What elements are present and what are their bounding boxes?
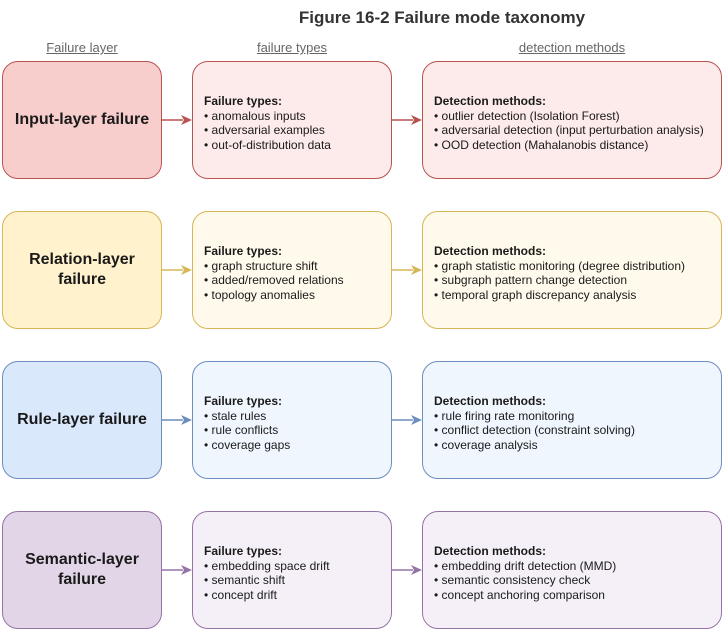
list-item: embedding drift detection (MMD) <box>434 559 617 574</box>
failure-types-box-content: Failure types:embedding space driftseman… <box>204 544 330 602</box>
failure-types-box-heading: Failure types: <box>204 544 283 558</box>
failure-types-box: Failure types:stale rulesrule conflictsc… <box>192 361 392 479</box>
detection-methods-box-heading: Detection methods: <box>434 244 547 258</box>
arrow-to-detection-methods <box>392 415 422 425</box>
list-item: outlier detection (Isolation Forest) <box>434 109 704 124</box>
list-item: rule conflicts <box>204 423 290 438</box>
detection-methods-box-content: Detection methods:rule firing rate monit… <box>434 394 635 452</box>
detection-methods-box-heading: Detection methods: <box>434 394 547 408</box>
arrow-to-detection-methods <box>392 265 422 275</box>
detection-methods-box-content: Detection methods:graph statistic monito… <box>434 244 685 302</box>
list-item: semantic shift <box>204 573 330 588</box>
list-item: rule firing rate monitoring <box>434 409 635 424</box>
arrow-to-failure-types <box>162 265 192 275</box>
layer-label: Rule-layer failure <box>17 411 147 428</box>
layer-box: Rule-layer failure <box>2 361 162 479</box>
detection-methods-box-heading: Detection methods: <box>434 94 547 108</box>
column-header-failure-types: failure types <box>256 40 328 55</box>
layer-label: Relation-layer failure <box>29 251 135 288</box>
layer-box: Semantic-layer failure <box>2 511 162 629</box>
list-item: coverage gaps <box>204 438 291 453</box>
detection-methods-box: Detection methods:embedding drift detect… <box>422 511 722 629</box>
list-item: embedding space drift <box>204 559 330 574</box>
detection-methods-box: Detection methods:graph statistic monito… <box>422 211 722 329</box>
list-item: adversarial examples <box>204 123 331 138</box>
detection-methods-box: Detection methods:rule firing rate monit… <box>422 361 722 479</box>
list-item: adversarial detection (input perturbatio… <box>434 123 704 138</box>
list-item: added/removed relations <box>204 273 344 288</box>
detection-methods-box-heading: Detection methods: <box>434 544 547 558</box>
figure-title: Figure 16-2 Failure mode taxonomy <box>298 8 586 27</box>
list-item: anomalous inputs <box>204 109 331 124</box>
arrow-to-failure-types <box>162 415 192 425</box>
column-header-failure-layer: Failure layer <box>46 40 118 55</box>
failure-types-box: Failure types:anomalous inputsadversaria… <box>192 61 392 179</box>
list-item: concept anchoring comparison <box>434 588 616 603</box>
failure-types-box: Failure types:embedding space driftseman… <box>192 511 392 629</box>
list-item: OOD detection (Mahalanobis distance) <box>434 138 704 153</box>
layer-label: Input-layer failure <box>14 111 150 128</box>
detection-methods-box-content: Detection methods:outlier detection (Iso… <box>434 94 704 152</box>
list-item: graph statistic monitoring (degree distr… <box>434 259 685 274</box>
layer-box: Input-layer failure <box>2 61 162 179</box>
taxonomy-row-input-layer-failure: Input-layer failure Failure types:anomalo… <box>0 61 724 181</box>
detection-methods-box: Detection methods:outlier detection (Iso… <box>422 61 722 179</box>
column-header-detection-methods: detection methods <box>518 40 626 55</box>
list-item: graph structure shift <box>204 259 344 274</box>
arrow-to-detection-methods <box>392 565 422 575</box>
detection-methods-box-content: Detection methods:embedding drift detect… <box>434 544 616 602</box>
failure-types-box-heading: Failure types: <box>204 244 283 258</box>
list-item: topology anomalies <box>204 288 344 303</box>
failure-types-box-heading: Failure types: <box>204 94 283 108</box>
layer-box: Relation-layer failure <box>2 211 162 329</box>
list-item: coverage analysis <box>434 438 635 453</box>
failure-types-box-heading: Failure types: <box>204 394 283 408</box>
failure-types-box-content: Failure types:graph structure shiftadded… <box>204 244 344 302</box>
arrow-to-detection-methods <box>392 115 422 125</box>
arrow-to-failure-types <box>162 115 192 125</box>
list-item: concept drift <box>204 588 330 603</box>
failure-types-box-content: Failure types:stale rulesrule conflictsc… <box>204 394 290 452</box>
list-item: subgraph pattern change detection <box>434 273 685 288</box>
list-item: semantic consistency check <box>434 573 616 588</box>
layer-label: Semantic-layer failure <box>25 551 139 588</box>
list-item: stale rules <box>204 409 290 424</box>
failure-types-box: Failure types:graph structure shiftadded… <box>192 211 392 329</box>
list-item: temporal graph discrepancy analysis <box>434 288 685 303</box>
list-item: conflict detection (constraint solving) <box>434 423 635 438</box>
taxonomy-row-rule-layer-failure: Rule-layer failure Failure types:stale ru… <box>0 361 724 481</box>
arrow-to-failure-types <box>162 565 192 575</box>
list-item: out-of-distribution data <box>204 138 331 153</box>
failure-types-box-content: Failure types:anomalous inputsadversaria… <box>204 94 331 152</box>
